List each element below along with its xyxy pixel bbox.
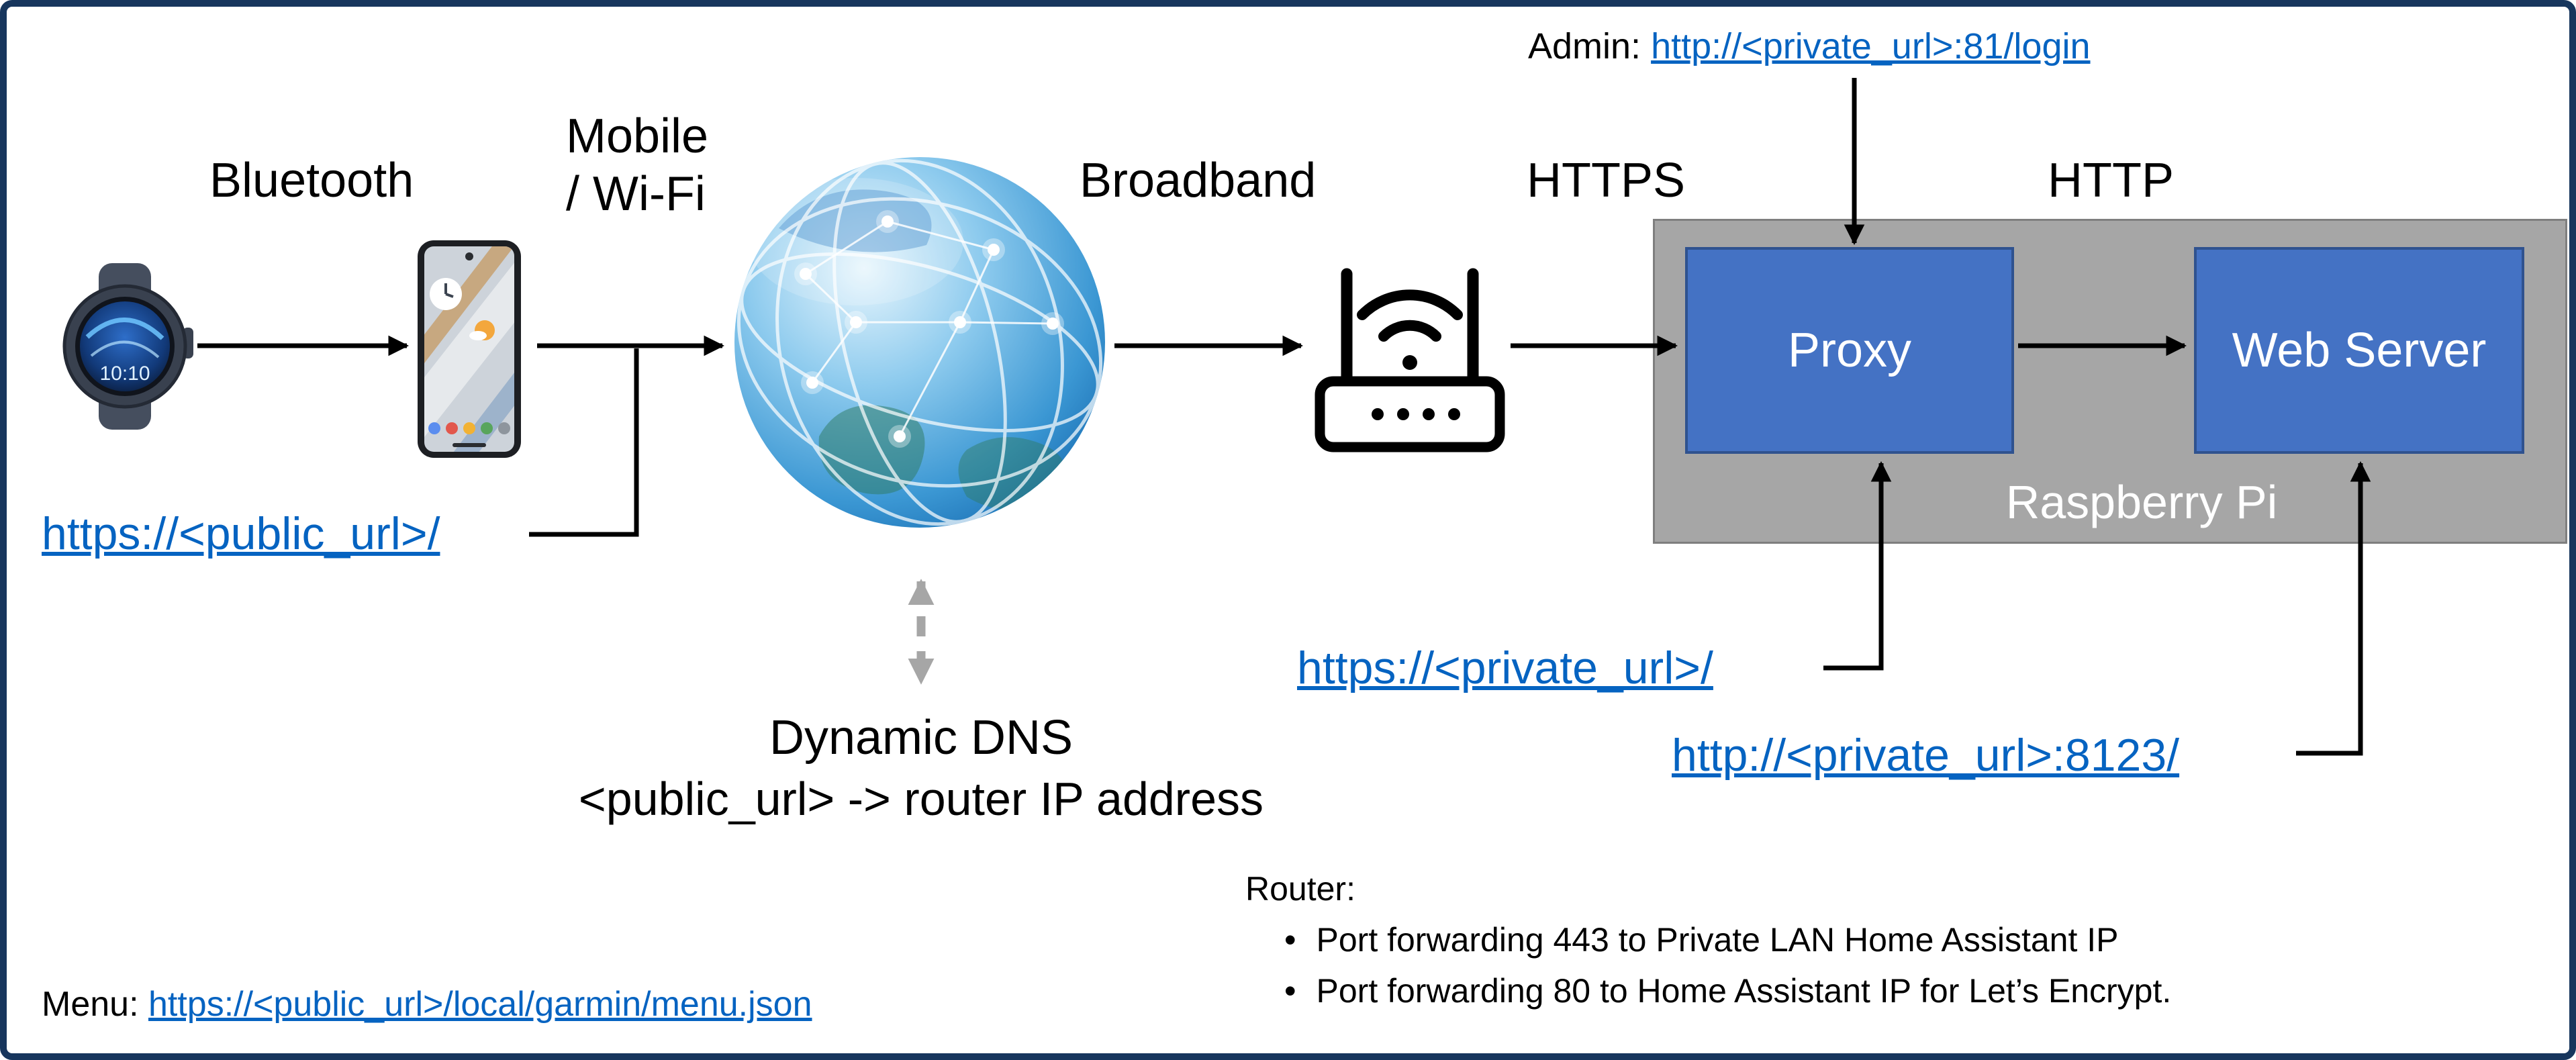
dynamic-dns-label: Dynamic DNS [769,711,1074,765]
mobile-wifi-label: Mobile / Wi-Fi [566,107,708,224]
smartwatch-icon: 10:10 [62,263,193,430]
private-url-8123-link[interactable]: http://<private_url>:8123/ [1672,730,2180,781]
router-note-item: • Port forwarding 443 to Private LAN Hom… [1245,914,2171,965]
bullet-icon: • [1284,972,1296,1010]
admin-annotation: Admin: http://<private_url>:81/login [1528,26,2091,67]
mobile-wifi-line2: / Wi-Fi [566,167,706,222]
broadband-label: Broadband [1080,154,1317,207]
internet-globe-icon [734,157,1105,528]
router-icon [1315,268,1505,452]
router-note-text: Port forwarding 443 to Private LAN Home … [1316,921,2119,959]
http-label: HTTP [2048,154,2174,207]
bullet-icon: • [1284,921,1296,959]
mobile-wifi-line1: Mobile [566,109,709,163]
menu-annotation: Menu: https://<public_url>/local/garmin/… [42,984,812,1024]
router-notes-title: Router: [1245,870,1355,908]
menu-prefix: Menu: [42,985,148,1024]
menu-url-link[interactable]: https://<public_url>/local/garmin/menu.j… [148,985,812,1024]
proxy-node: Proxy [1685,247,2014,454]
https-label: HTTPS [1527,154,1686,207]
connector-public-url [529,348,639,537]
router-note-item: • Port forwarding 80 to Home Assistant I… [1245,965,2171,1016]
router-note-text: Port forwarding 80 to Home Assistant IP … [1316,972,2172,1010]
wifi-icon [1402,355,1417,370]
bluetooth-label: Bluetooth [209,154,414,207]
router-notes: Router: • Port forwarding 443 to Private… [1245,863,2171,1016]
proxy-label: Proxy [1787,324,1912,377]
admin-url-link[interactable]: http://<private_url>:81/login [1651,26,2091,66]
watch-time: 10:10 [99,363,150,385]
web-server-label: Web Server [2232,324,2487,377]
dns-mapping-label: <public_url> -> router IP address [578,773,1264,825]
smartphone-icon [418,240,521,458]
public-url-link[interactable]: https://<public_url>/ [42,508,440,559]
admin-prefix: Admin: [1528,26,1652,66]
raspberry-pi-label: Raspberry Pi [2005,476,2278,528]
web-server-node: Web Server [2194,247,2524,454]
private-url-link[interactable]: https://<private_url>/ [1297,642,1713,693]
